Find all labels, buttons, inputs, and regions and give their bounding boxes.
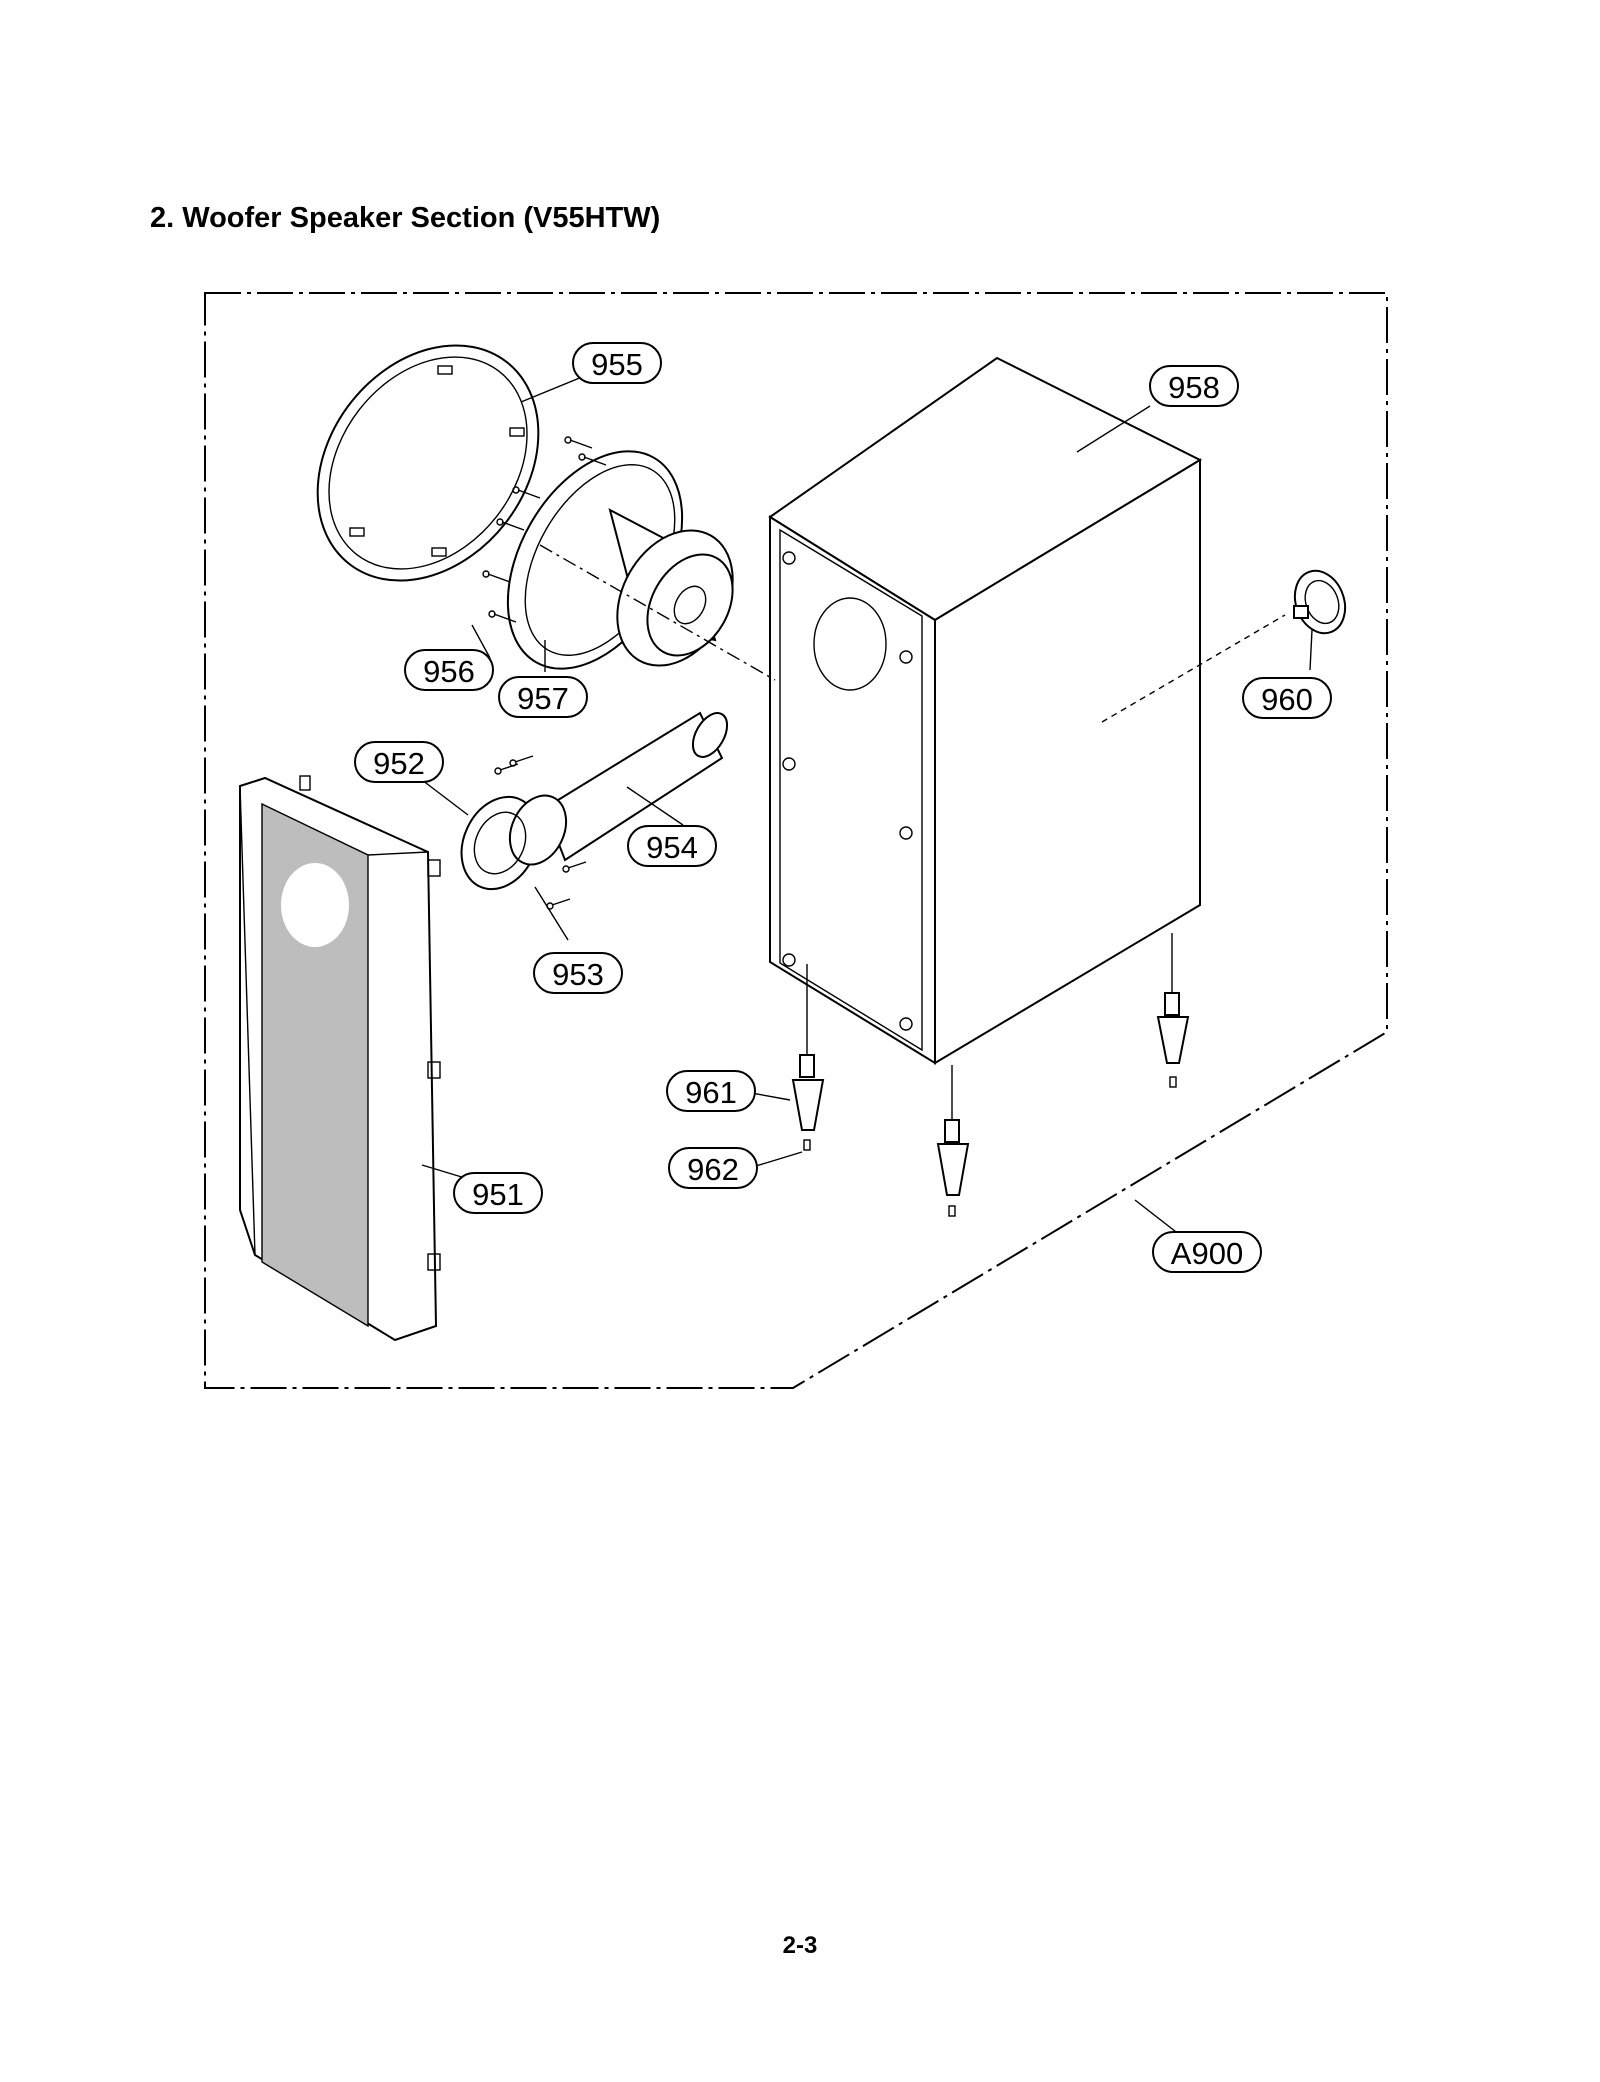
svg-text:954: 954 bbox=[646, 830, 698, 865]
port-flange-952 bbox=[460, 794, 568, 891]
grille-fabric bbox=[261, 802, 369, 1328]
screws-953 bbox=[494, 755, 587, 910]
svg-text:A900: A900 bbox=[1171, 1236, 1243, 1271]
callout-A900: A900 bbox=[1152, 1231, 1262, 1273]
assembly-axes bbox=[539, 544, 1286, 1120]
svg-text:962: 962 bbox=[687, 1152, 739, 1187]
callout-954: 954 bbox=[627, 825, 717, 867]
leader-lines bbox=[421, 376, 1313, 1236]
feet-961 bbox=[791, 992, 1190, 1196]
callout-953: 953 bbox=[533, 952, 623, 994]
cabinet-958 bbox=[768, 356, 1203, 1065]
woofer-driver-957 bbox=[506, 450, 734, 670]
callout-960: 960 bbox=[1242, 677, 1332, 719]
callout-957: 957 bbox=[498, 676, 588, 718]
callout-958: 958 bbox=[1149, 365, 1239, 407]
callout-952: 952 bbox=[354, 741, 444, 783]
svg-text:951: 951 bbox=[472, 1177, 524, 1212]
svg-text:952: 952 bbox=[373, 746, 425, 781]
callout-951: 951 bbox=[453, 1172, 543, 1214]
svg-text:961: 961 bbox=[685, 1075, 737, 1110]
callout-956: 956 bbox=[404, 649, 494, 691]
callout-955: 955 bbox=[572, 342, 662, 384]
svg-text:957: 957 bbox=[517, 681, 569, 716]
page-number: 2-3 bbox=[782, 1932, 818, 1959]
screws-962 bbox=[803, 1076, 1177, 1217]
terminal-960 bbox=[1293, 569, 1347, 635]
assembly-boundary bbox=[204, 292, 1388, 1389]
port-tube-954 bbox=[543, 711, 729, 862]
svg-text:953: 953 bbox=[552, 957, 604, 992]
screws-956 bbox=[482, 436, 607, 623]
callout-962: 962 bbox=[668, 1147, 758, 1189]
callout-961: 961 bbox=[666, 1070, 756, 1112]
front-panel-951 bbox=[239, 775, 441, 1342]
svg-text:956: 956 bbox=[423, 654, 475, 689]
svg-text:958: 958 bbox=[1168, 370, 1220, 405]
svg-text:955: 955 bbox=[591, 347, 643, 382]
section-title: 2. Woofer Speaker Section (V55HTW) bbox=[150, 202, 661, 234]
svg-text:960: 960 bbox=[1261, 682, 1313, 717]
